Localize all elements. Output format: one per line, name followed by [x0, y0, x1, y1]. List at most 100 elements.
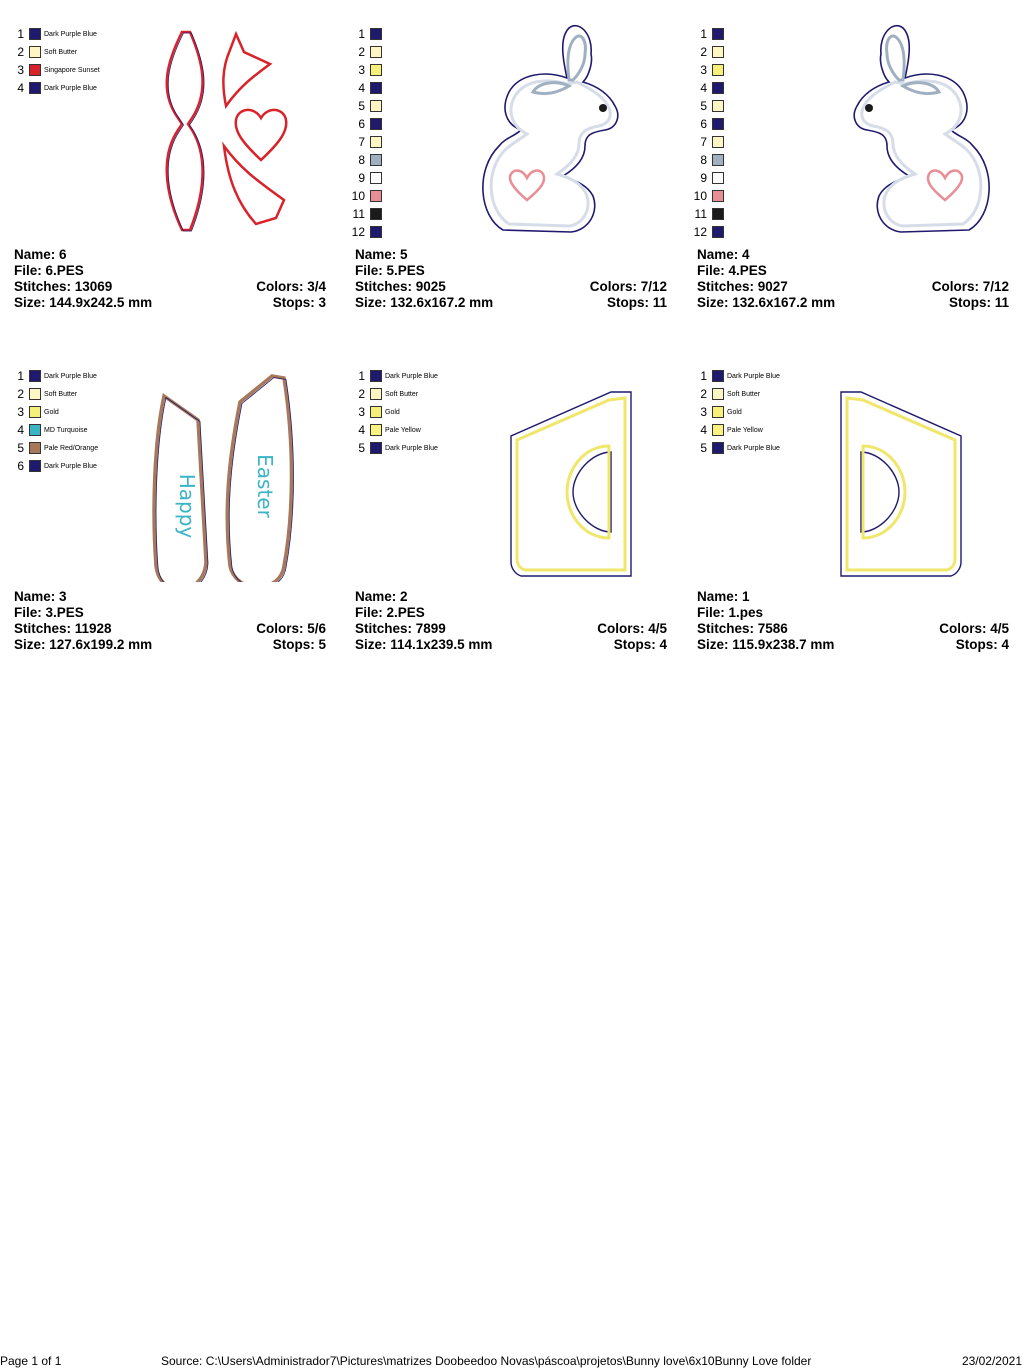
- thread-number: 2: [17, 45, 24, 59]
- design-artwork-ears-happy-easter: Happy Easter: [152, 374, 294, 582]
- thread-number: 6: [700, 117, 707, 131]
- footer-page-number: Page 1 of 1: [0, 1354, 62, 1368]
- thread-color-swatch: [370, 208, 382, 220]
- thread-name: Gold: [727, 409, 742, 416]
- design-stops: Stops: 4: [955, 637, 1009, 652]
- artwork-text-easter: Easter: [253, 454, 277, 518]
- design-size: Size: 114.1x239.5 mm: [355, 637, 493, 652]
- design-stops: Stops: 11: [606, 295, 667, 310]
- design-artwork-half-ring-right: [840, 391, 962, 577]
- design-stops: Stops: 11: [948, 295, 1009, 310]
- thread-number: 10: [351, 189, 365, 203]
- thread-number: 3: [17, 405, 24, 419]
- thread-color-swatch: [712, 100, 724, 112]
- thread-name: Pale Yellow: [385, 427, 421, 434]
- thread-color-swatch: [712, 226, 724, 238]
- design-file: File: 6.PES: [14, 263, 84, 278]
- thread-name: Dark Purple Blue: [385, 373, 438, 380]
- thread-number: 2: [358, 45, 365, 59]
- design-stops: Stops: 3: [272, 295, 326, 310]
- thread-number: 7: [358, 135, 365, 149]
- thread-name: MD Turquoise: [44, 427, 88, 434]
- thread-color-swatch: [370, 28, 382, 40]
- thread-color-swatch: [370, 388, 382, 400]
- thread-color-swatch: [29, 424, 41, 436]
- thread-color-swatch: [29, 82, 41, 94]
- thread-number: 2: [700, 387, 707, 401]
- thread-color-swatch: [712, 424, 724, 436]
- thread-number: 1: [700, 369, 707, 383]
- thread-color-swatch: [29, 46, 41, 58]
- design-name: Name: 6: [14, 247, 67, 262]
- design-file: File: 5.PES: [355, 263, 425, 278]
- design-file: File: 1.pes: [697, 605, 764, 620]
- thread-name: Singapore Sunset: [44, 67, 100, 74]
- design-artwork-bow: [165, 30, 288, 232]
- design-colors: Colors: 4/5: [597, 621, 667, 636]
- thread-color-swatch: [29, 388, 41, 400]
- thread-number: 1: [17, 27, 24, 41]
- thread-number: 1: [358, 27, 365, 41]
- thread-name: Dark Purple Blue: [44, 463, 97, 470]
- thread-number: 10: [693, 189, 707, 203]
- thread-number: 12: [693, 225, 707, 239]
- thread-number: 4: [358, 423, 365, 437]
- design-colors: Colors: 3/4: [256, 279, 326, 294]
- design-stitches: Stitches: 9025: [355, 279, 446, 294]
- design-file: File: 2.PES: [355, 605, 425, 620]
- thread-number: 6: [17, 459, 24, 473]
- thread-name: Soft Butter: [385, 391, 419, 398]
- thread-color-swatch: [29, 370, 41, 382]
- thread-number: 4: [17, 81, 24, 95]
- thread-color-swatch: [712, 388, 724, 400]
- thread-number: 3: [700, 405, 707, 419]
- thread-color-swatch: [29, 406, 41, 418]
- thread-color-swatch: [712, 442, 724, 454]
- thread-number: 3: [358, 63, 365, 77]
- thread-color-swatch: [370, 154, 382, 166]
- thread-name: Dark Purple Blue: [44, 85, 97, 92]
- design-file: File: 4.PES: [697, 263, 767, 278]
- thread-number: 2: [700, 45, 707, 59]
- thread-color-swatch: [712, 208, 724, 220]
- thread-color-swatch: [370, 190, 382, 202]
- thread-color-swatch: [712, 136, 724, 148]
- design-artwork-bunny-left: [853, 25, 990, 233]
- thread-number: 9: [358, 171, 365, 185]
- design-artwork-half-ring-left: [510, 391, 632, 577]
- thread-color-swatch: [370, 424, 382, 436]
- footer-source-path: Source: C:\Users\Administrador7\Pictures…: [161, 1354, 812, 1368]
- thread-number: 5: [700, 99, 707, 113]
- design-size: Size: 132.6x167.2 mm: [355, 295, 494, 310]
- thread-color-swatch: [370, 118, 382, 130]
- design-colors: Colors: 7/12: [589, 279, 667, 294]
- thread-color-swatch: [712, 28, 724, 40]
- thread-color-swatch: [712, 406, 724, 418]
- thread-color-swatch: [29, 442, 41, 454]
- artwork-text-happy: Happy: [175, 474, 199, 539]
- thread-color-swatch: [712, 64, 724, 76]
- thread-color-swatch: [712, 46, 724, 58]
- thread-number: 8: [358, 153, 365, 167]
- thread-number: 12: [351, 225, 365, 239]
- design-colors: Colors: 7/12: [931, 279, 1009, 294]
- thread-number: 6: [358, 117, 365, 131]
- thread-color-swatch: [712, 118, 724, 130]
- design-colors: Colors: 5/6: [256, 621, 326, 636]
- design-stops: Stops: 5: [272, 637, 326, 652]
- design-stops: Stops: 4: [613, 637, 667, 652]
- footer-date: 23/02/2021: [961, 1354, 1022, 1368]
- thread-color-swatch: [712, 370, 724, 382]
- thread-color-swatch: [712, 190, 724, 202]
- thread-number: 7: [700, 135, 707, 149]
- thread-number: 4: [700, 81, 707, 95]
- design-artwork-bunny-right: [482, 25, 619, 233]
- design-file: File: 3.PES: [14, 605, 84, 620]
- design-name: Name: 4: [697, 247, 750, 262]
- thread-number: 3: [17, 63, 24, 77]
- thread-number: 5: [358, 441, 365, 455]
